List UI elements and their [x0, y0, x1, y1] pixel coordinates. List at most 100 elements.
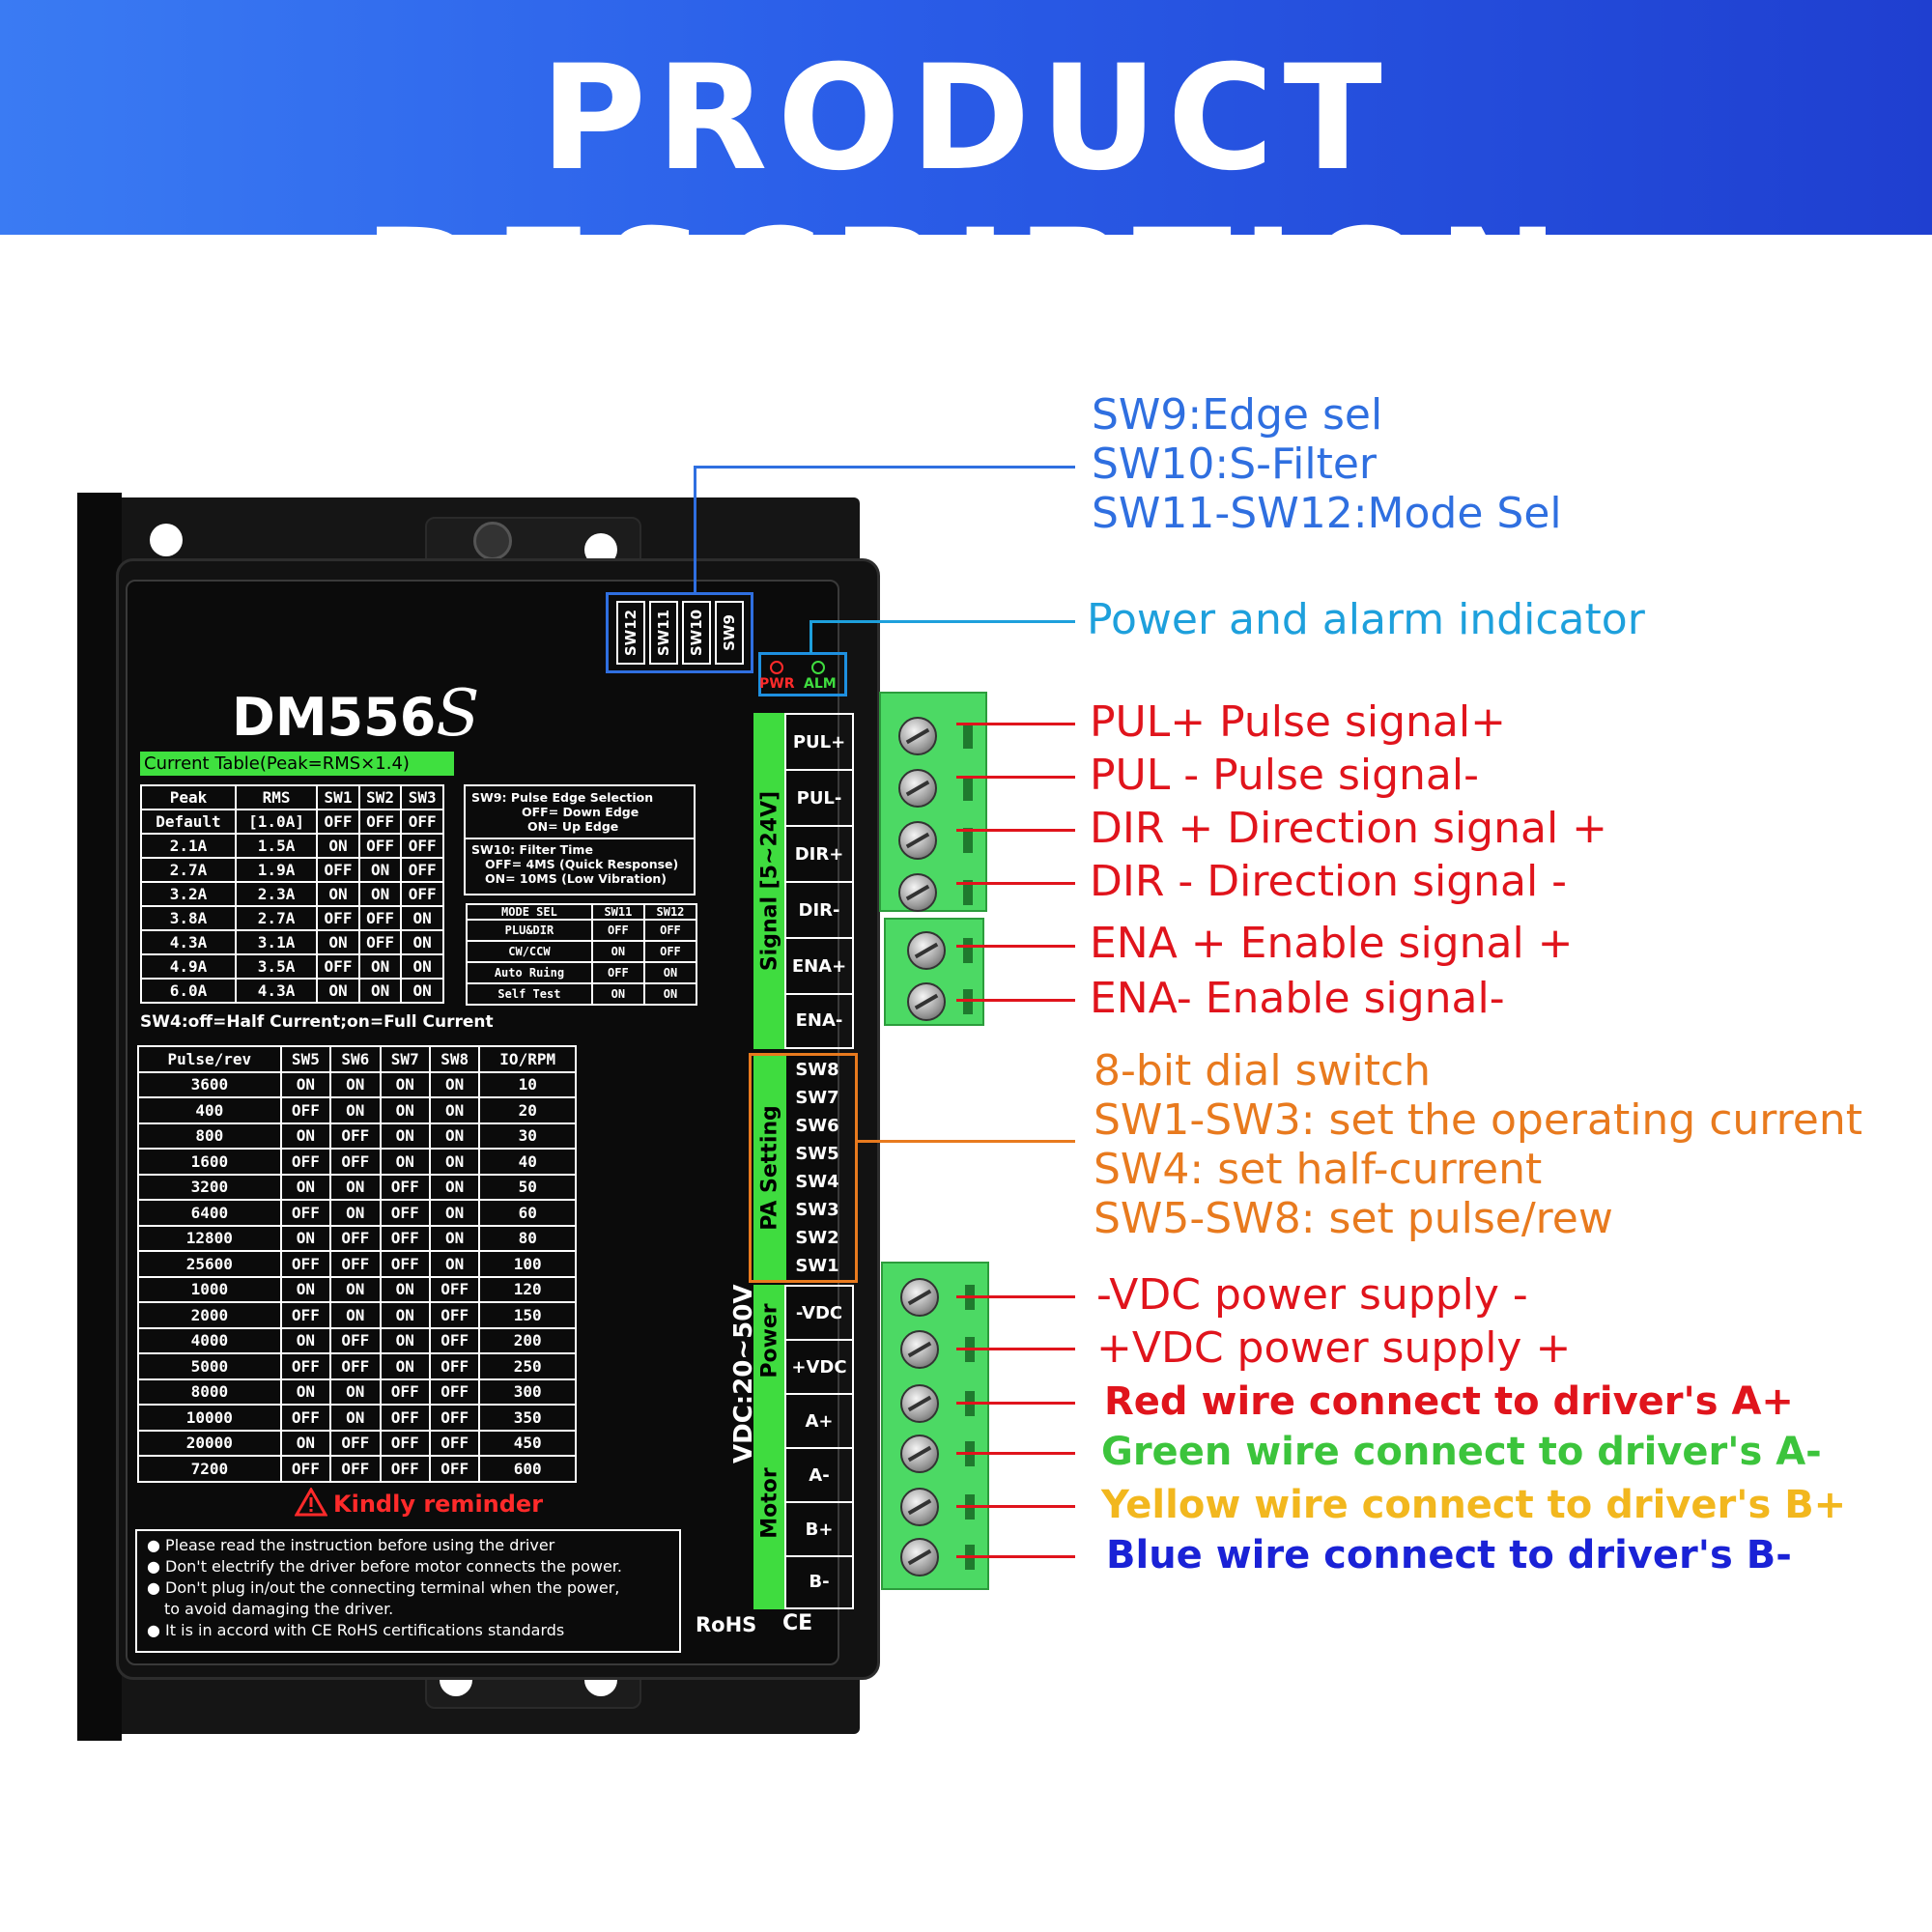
enable-connector[interactable] — [884, 918, 984, 1026]
terminal-screw-icon[interactable] — [900, 1538, 939, 1577]
table-cell: OFF — [590, 919, 645, 942]
terminal-screw-icon[interactable] — [898, 717, 937, 755]
terminal-label: B- — [809, 1572, 830, 1592]
switch-callout-line — [694, 466, 696, 593]
table-cell: 7200 — [137, 1455, 282, 1483]
table-header-cell: SW7 — [379, 1045, 431, 1073]
table-cell: 400 — [137, 1096, 282, 1124]
table-cell: ON — [279, 1070, 332, 1098]
table-cell: OFF — [316, 857, 360, 883]
power-callout-line — [956, 1295, 1075, 1298]
model-name: DM556S — [232, 676, 480, 751]
table-cell: ON — [642, 961, 698, 984]
table-cell: ON — [379, 1301, 431, 1329]
signal-callout-line — [956, 723, 1075, 725]
terminal-label: -VDC — [786, 1287, 852, 1341]
table-cell: 3.5A — [234, 953, 319, 980]
dip-switch[interactable]: SW7 — [795, 1088, 839, 1108]
callout-yellow-wire: Yellow wire connect to driver's B+ — [1101, 1483, 1847, 1527]
table-cell: CW/CCW — [466, 940, 593, 963]
table-cell: OFF — [329, 1455, 382, 1483]
dip-switch[interactable]: SW5 — [795, 1144, 839, 1164]
callout-indicator: Power and alarm indicator — [1087, 595, 1645, 644]
table-cell: 4000 — [137, 1326, 282, 1354]
table-cell: OFF — [279, 1199, 332, 1227]
table-header-cell: SW8 — [428, 1045, 481, 1073]
table-cell: OFF — [357, 833, 403, 859]
terminal-screw-icon[interactable] — [898, 873, 937, 912]
callout-sw9: SW9:Edge sel — [1092, 390, 1383, 440]
dip-switch[interactable]: SW1 — [795, 1256, 839, 1276]
signal-callout-line — [956, 829, 1075, 832]
table-cell: 30 — [478, 1122, 577, 1150]
table-header-cell: SW12 — [642, 903, 698, 921]
signal-connector[interactable] — [879, 692, 987, 912]
table-cell: ON — [329, 1173, 382, 1201]
table-cell: 100 — [478, 1250, 577, 1278]
table-cell: ON — [279, 1173, 332, 1201]
callout-dir-minus: DIR - Direction signal - — [1090, 857, 1568, 906]
table-cell: ON — [590, 940, 645, 963]
table-cell: 4.3A — [140, 929, 237, 955]
callout-sw10: SW10:S-Filter — [1092, 440, 1378, 489]
table-cell: 3.1A — [234, 929, 319, 955]
sw4-note: SW4:off=Half Current;on=Full Current — [140, 1012, 494, 1032]
table-cell: ON — [400, 978, 444, 1004]
dip-switch[interactable]: SW8 — [795, 1060, 839, 1080]
terminal-screw-icon[interactable] — [900, 1435, 939, 1473]
table-cell: 50 — [478, 1173, 577, 1201]
switch-sw12[interactable]: SW12 — [616, 601, 645, 665]
terminal-screw-icon[interactable] — [900, 1278, 939, 1317]
table-cell: 3600 — [137, 1070, 282, 1098]
table-cell: ON — [379, 1122, 431, 1150]
table-cell: ON — [316, 881, 360, 907]
table-cell: 300 — [478, 1378, 577, 1406]
table-cell: ON — [279, 1224, 332, 1252]
table-cell: OFF — [357, 809, 403, 835]
table-cell: ON — [400, 953, 444, 980]
table-cell: OFF — [357, 929, 403, 955]
table-cell: ON — [400, 905, 444, 931]
terminal-screw-icon[interactable] — [900, 1488, 939, 1526]
switch-sw11[interactable]: SW11 — [649, 601, 678, 665]
switch-sw9[interactable]: SW9 — [715, 601, 744, 665]
terminal-screw-icon[interactable] — [898, 769, 937, 808]
callout-dial-sw1-sw3: SW1-SW3: set the operating current — [1094, 1095, 1862, 1145]
wire-callout-line — [956, 1505, 1075, 1508]
table-cell: 150 — [478, 1301, 577, 1329]
terminal-screw-icon[interactable] — [907, 982, 946, 1021]
table-cell: ON — [428, 1224, 481, 1252]
wire-callout-line — [956, 1555, 1075, 1558]
table-cell: ON — [329, 1070, 382, 1098]
dip-switch[interactable]: SW4 — [795, 1172, 839, 1192]
dip-switch[interactable]: SW3 — [795, 1200, 839, 1220]
terminal-screw-icon[interactable] — [907, 931, 946, 970]
table-cell: 60 — [478, 1199, 577, 1227]
terminal-screw-icon[interactable] — [898, 821, 937, 860]
dip-switch[interactable]: SW2 — [795, 1228, 839, 1248]
table-cell: 25600 — [137, 1250, 282, 1278]
callout-green-wire: Green wire connect to driver's A- — [1101, 1430, 1822, 1474]
terminal-screw-icon[interactable] — [900, 1384, 939, 1423]
switch-sw10[interactable]: SW10 — [682, 601, 711, 665]
sw10-note-on: ON= 10MS (Low Vibration) — [485, 871, 668, 886]
terminal-screw-icon[interactable] — [900, 1330, 939, 1369]
reminder-item: ● It is in accord with CE RoHS certifica… — [147, 1621, 565, 1639]
terminal-slot — [963, 938, 973, 963]
dip-switch[interactable]: SW6 — [795, 1116, 839, 1136]
table-cell: OFF — [329, 1148, 382, 1176]
mode-switch-block — [606, 592, 753, 673]
table-cell: 200 — [478, 1326, 577, 1354]
power-motor-connector[interactable] — [881, 1262, 989, 1590]
table-cell: OFF — [279, 1096, 332, 1124]
terminal-label: A+ — [786, 1395, 852, 1449]
table-cell: ON — [379, 1070, 431, 1098]
